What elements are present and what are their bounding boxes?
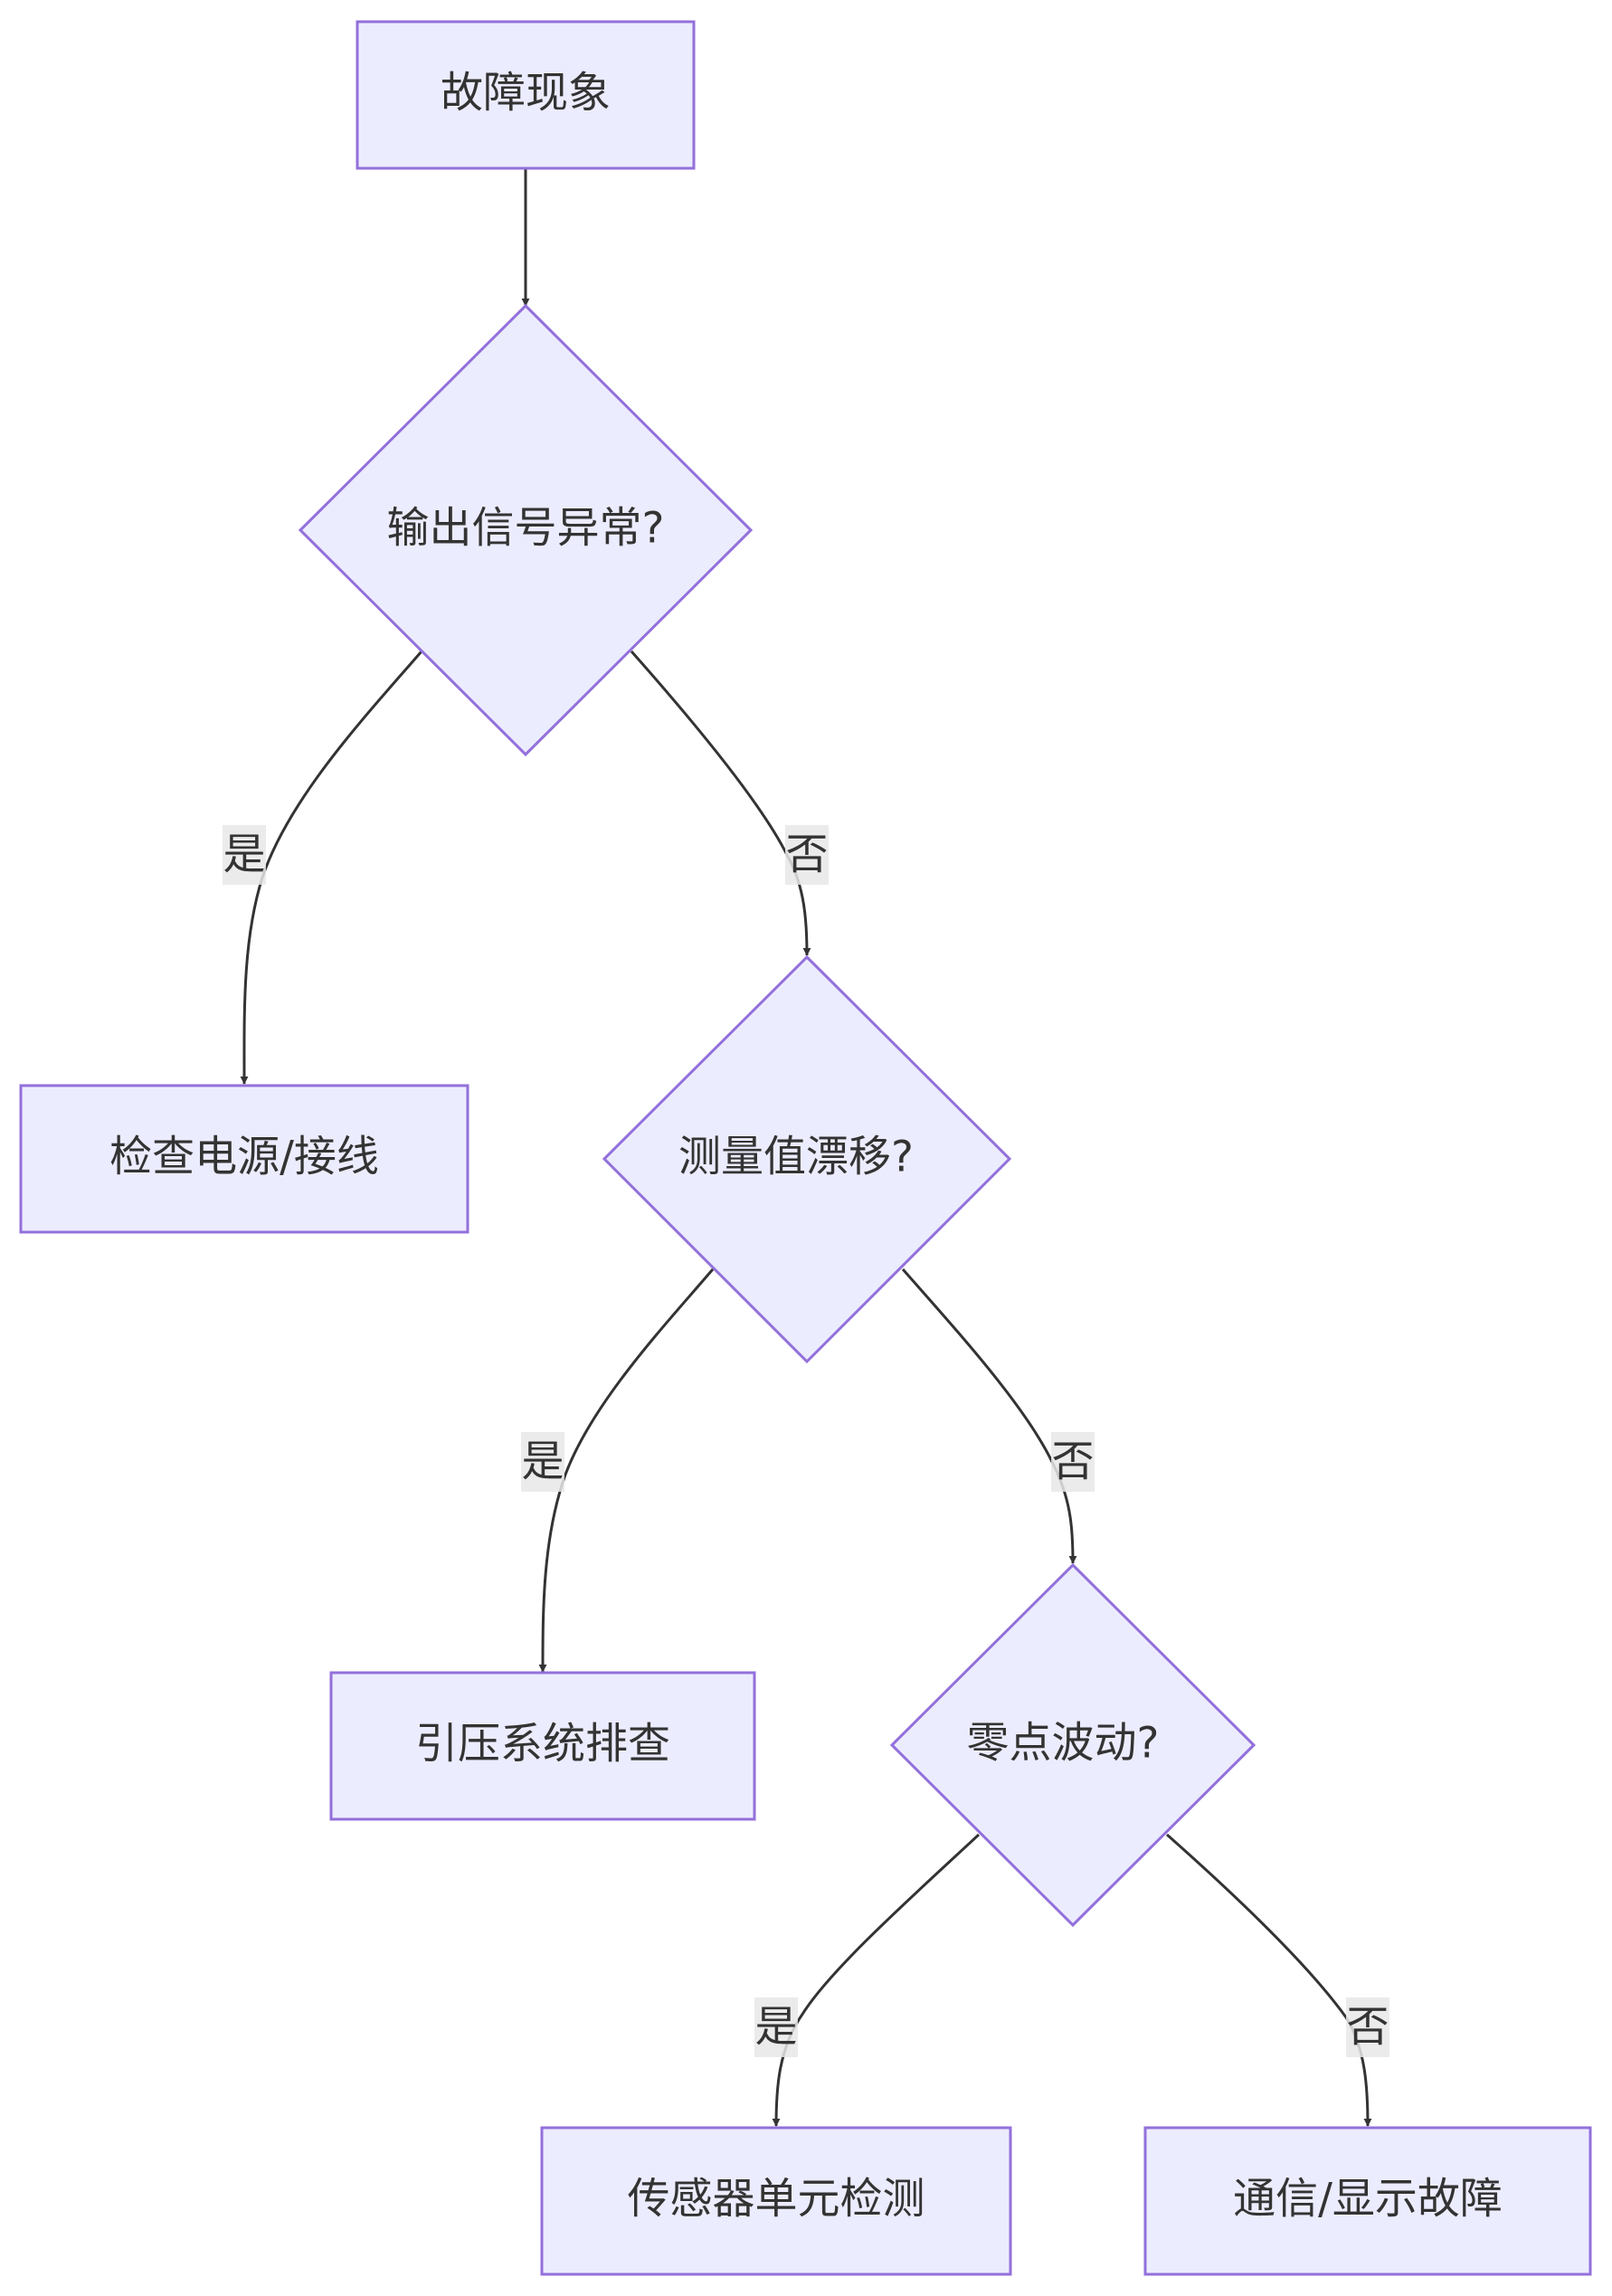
node-label: 零点波动?: [967, 1719, 1160, 1769]
edge-zero-yes-to-sensor: [772, 1833, 981, 2127]
node-label: 输出信号异常?: [387, 504, 665, 554]
edge-drift-yes-to-impulse: [538, 1268, 715, 1673]
edge-label-output-no: 否: [785, 825, 829, 885]
node-label: 检查电源/接线: [109, 1133, 379, 1182]
node-impulse-line-inspection: 引压系统排查: [329, 1671, 756, 1821]
edge-label-text: 否: [1052, 1437, 1095, 1487]
node-drift-check: 测量值漂移?: [602, 954, 1012, 1364]
node-check-power-wiring: 检查电源/接线: [19, 1084, 469, 1234]
node-communication-display-fault: 通信/显示故障: [1143, 2126, 1592, 2276]
node-label: 引压系统排查: [415, 1720, 670, 1769]
edges: [240, 168, 1372, 2127]
edge-label-drift-no: 否: [1051, 1432, 1095, 1492]
edge-label-text: 否: [1347, 2003, 1389, 2053]
edge-label-output-yes: 是: [223, 825, 266, 885]
edge-label-text: 是: [755, 2003, 798, 2053]
node-label: 传感器单元检测: [628, 2175, 925, 2225]
edge-output-no-to-drift-check: [630, 650, 811, 956]
edge-output-yes-to-check-power: [240, 650, 423, 1085]
node-label: 通信/显示故障: [1233, 2175, 1503, 2225]
edge-label-text: 是: [223, 830, 266, 880]
edge-label-zero-yes: 是: [754, 1997, 798, 2057]
node-label: 测量值漂移?: [678, 1133, 914, 1182]
edge-drift-no-to-zero-check: [901, 1268, 1077, 1564]
node-output-signal-check: 输出信号异常?: [298, 303, 754, 757]
edge-label-text: 否: [786, 830, 829, 880]
node-sensor-unit-test: 传感器单元检测: [540, 2126, 1012, 2276]
edge-label-text: 是: [522, 1437, 564, 1487]
edge-label-zero-no: 否: [1346, 1997, 1389, 2057]
edge-label-drift-yes: 是: [521, 1432, 564, 1492]
node-zero-fluctuation-check: 零点波动?: [889, 1562, 1256, 1928]
node-label: 故障现象: [441, 69, 611, 119]
edge-labels: 是 否 是 否 是 否: [223, 825, 1389, 2057]
edge-zero-no-to-comm: [1166, 1833, 1372, 2127]
nodes: 故障现象 输出信号异常? 检查电源/接线 测量值漂移? 引压系统排查 零点波动?…: [19, 20, 1592, 2276]
node-fault-symptom: 故障现象: [356, 20, 696, 170]
